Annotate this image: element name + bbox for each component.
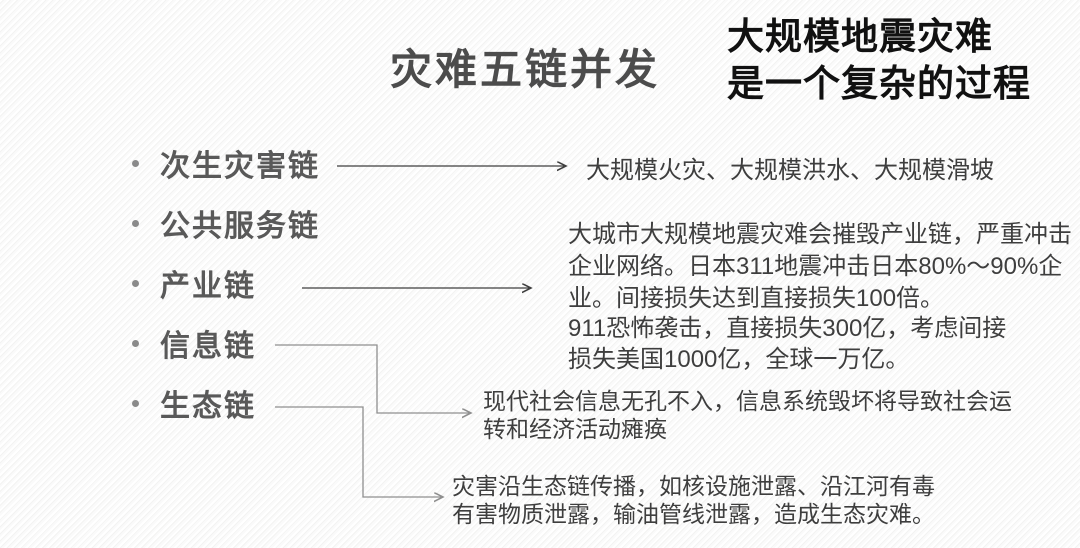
subtitle-line: 是一个复杂的过程 — [727, 63, 1031, 104]
chain-list: 次生灾害链 公共服务链 产业链 信息链 生态链 — [132, 146, 320, 446]
note-industry-impact: 大城市大规模地震灾难会摧毁产业链，严重冲击 企业网络。日本311地震冲击日本80… — [568, 219, 1072, 315]
note-line: 企业网络。日本311地震冲击日本80%～90%企 — [568, 253, 1063, 280]
bullet-dot-icon — [132, 279, 139, 287]
chain-item-public-service: 公共服务链 — [132, 206, 320, 243]
note-information-systems: 现代社会信息无孔不入，信息系统毁坏将导致社会运 转和经济活动瘫痪 — [483, 387, 1012, 443]
note-line: 大城市大规模地震灾难会摧毁产业链，严重冲击 — [568, 221, 1072, 248]
subtitle: 大规模地震灾难 是一个复杂的过程 — [727, 13, 1031, 107]
note-ecological-spread: 灾害沿生态链传播，如核设施泄露、沿江河有毒 有害物质泄露，输油管线泄露，造成生态… — [452, 472, 935, 528]
chain-item-ecology: 生态链 — [132, 386, 320, 423]
chain-item-industry: 产业链 — [132, 266, 320, 303]
bullet-dot-icon — [132, 219, 139, 227]
note-line: 灾害沿生态链传播，如核设施泄露、沿江河有毒 — [452, 473, 935, 499]
note-line: 有害物质泄露，输油管线泄露，造成生态灾难。 — [452, 501, 935, 527]
chain-item-label: 公共服务链 — [160, 210, 320, 243]
note-line: 损失美国1000亿，全球一万亿。 — [568, 346, 910, 373]
note-line: 转和经济活动瘫痪 — [483, 416, 667, 442]
chain-item-label: 次生灾害链 — [160, 150, 320, 183]
note-line: 现代社会信息无孔不入，信息系统毁坏将导致社会运 — [483, 388, 1012, 414]
chain-item-label: 信息链 — [160, 330, 256, 363]
bullet-dot-icon — [132, 399, 139, 407]
chain-item-label: 产业链 — [160, 270, 256, 303]
chain-item-information: 信息链 — [132, 326, 320, 363]
note-line: 业。间接损失达到直接损失100倍。 — [568, 285, 945, 312]
page-title: 灾难五链并发 — [390, 46, 661, 93]
note-line: 大规模火灾、大规模洪水、大规模滑坡 — [586, 157, 994, 184]
note-line: 911恐怖袭击，直接损失300亿，考虑间接 — [568, 315, 1007, 342]
note-secondary-disasters: 大规模火灾、大规模洪水、大规模滑坡 — [586, 156, 994, 186]
chain-item-secondary-disaster: 次生灾害链 — [132, 146, 320, 183]
subtitle-line: 大规模地震灾难 — [727, 16, 993, 57]
bullet-dot-icon — [132, 339, 139, 347]
bullet-dot-icon — [132, 159, 139, 167]
note-911-losses: 911恐怖袭击，直接损失300亿，考虑间接 损失美国1000亿，全球一万亿。 — [568, 313, 1006, 375]
chain-item-label: 生态链 — [160, 390, 256, 423]
